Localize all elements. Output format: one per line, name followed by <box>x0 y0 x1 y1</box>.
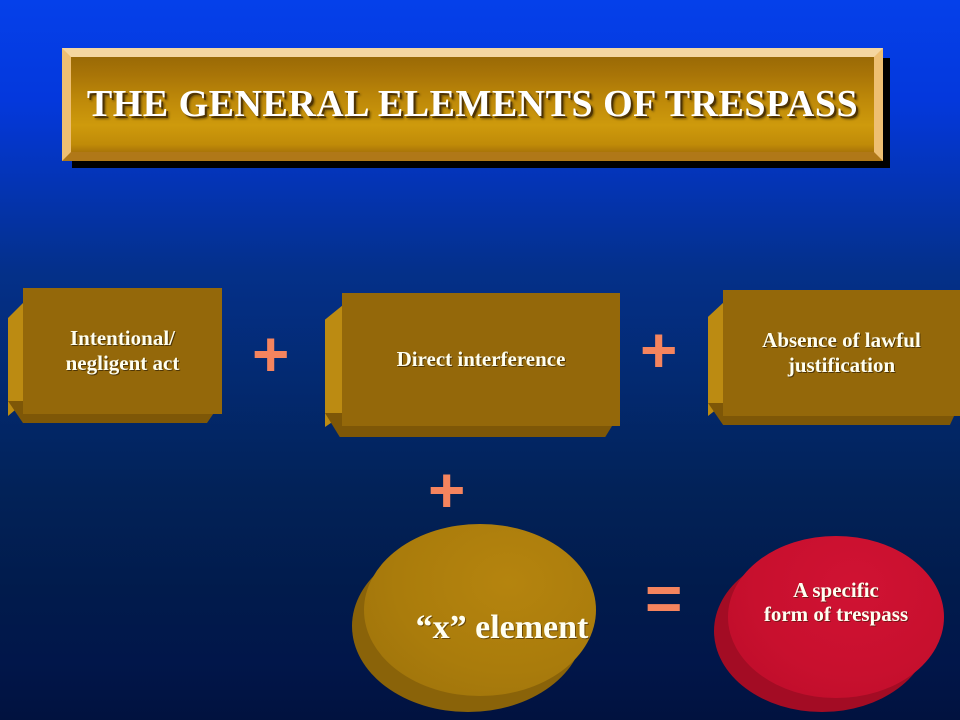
equals-operator: = <box>645 562 683 634</box>
title-plaque: THE GENERAL ELEMENTS OF TRESPASS <box>62 48 883 161</box>
plus-operator-3: + <box>428 454 466 526</box>
ellipse-specific-trespass: A specific form of trespass <box>714 536 960 720</box>
box-front-face: Intentional/ negligent act <box>23 288 222 414</box>
element-box-intentional-act: Intentional/ negligent act <box>8 288 222 430</box>
ellipse-x-label: “x” element <box>415 608 589 646</box>
ellipse-x-face: “x” element <box>364 524 596 696</box>
page-title: THE GENERAL ELEMENTS OF TRESPASS <box>86 83 859 126</box>
ellipse-x-element: “x” element <box>352 524 612 720</box>
box-3-label: Absence of lawful justification <box>762 328 921 377</box>
box-1-label: Intentional/ negligent act <box>65 326 180 375</box>
box-left-face <box>708 302 724 416</box>
box-left-face <box>325 305 343 427</box>
box-front-face: Absence of lawful justification <box>723 290 960 416</box>
box-left-face <box>8 302 24 416</box>
plus-operator-1: + <box>252 318 290 390</box>
ellipse-result-face: A specific form of trespass <box>728 536 944 698</box>
box-front-face: Direct interference <box>342 293 620 426</box>
ellipse-result-label: A specific form of trespass <box>763 578 909 626</box>
element-box-direct-interference: Direct interference <box>325 293 620 441</box>
plus-operator-2: + <box>640 314 678 386</box>
box-2-label: Direct interference <box>396 347 566 372</box>
element-box-absence-of-lawful-justification: Absence of lawful justification <box>708 290 960 430</box>
